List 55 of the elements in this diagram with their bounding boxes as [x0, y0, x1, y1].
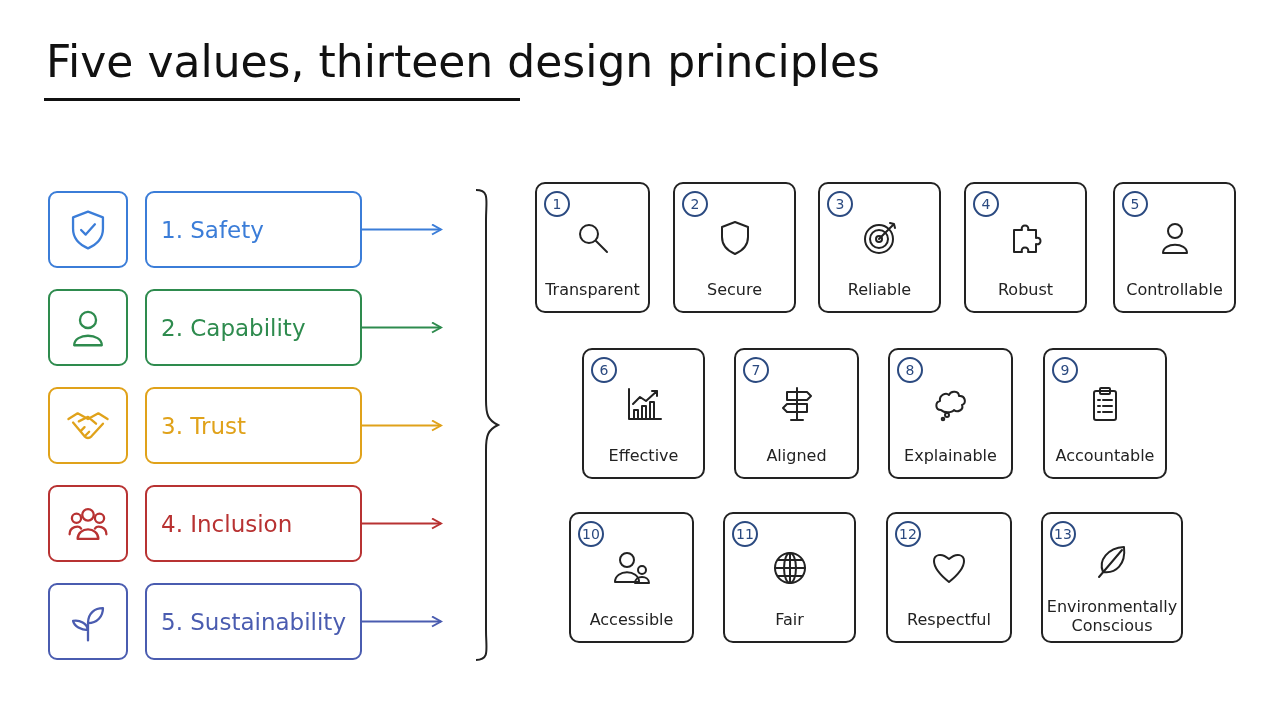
callout-number: 3 — [827, 191, 853, 217]
principle-card — [673, 182, 796, 313]
icon-tile — [48, 485, 128, 562]
callout-number: 12 — [895, 521, 921, 547]
principle-card — [1043, 348, 1167, 479]
principle-label: Transparent — [544, 280, 641, 299]
principle-label: Robust — [996, 280, 1055, 299]
callout-number: 5 — [1122, 191, 1148, 217]
principle-label: Controllable — [1125, 280, 1224, 299]
principle-label: Respectful — [906, 610, 992, 629]
principle-card — [535, 182, 650, 313]
arrow — [362, 419, 442, 432]
principle-label: Fair — [774, 610, 805, 629]
value-box: 2. Capability — [145, 289, 362, 366]
principle-card — [964, 182, 1087, 313]
arrow — [362, 223, 442, 236]
arrow — [362, 615, 442, 628]
callout-number: 13 — [1050, 521, 1076, 547]
principle-card — [582, 348, 705, 479]
callout-number: 7 — [743, 357, 769, 383]
callout-number: 4 — [973, 191, 999, 217]
principle-label: Explainable — [903, 446, 998, 465]
principle-label: Aligned — [765, 446, 828, 465]
icon-tile — [48, 583, 128, 660]
icon-tile — [48, 191, 128, 268]
callout-number: 6 — [591, 357, 617, 383]
principle-label: Environmentally Conscious — [1045, 598, 1179, 635]
principle-card — [1113, 182, 1236, 313]
principle-card — [886, 512, 1012, 643]
principle-label: Accountable — [1054, 446, 1156, 465]
callout-number: 9 — [1052, 357, 1078, 383]
principle-label: Effective — [607, 446, 680, 465]
arrow — [362, 321, 442, 334]
arrow — [362, 517, 442, 530]
value-box: 3. Trust — [145, 387, 362, 464]
principle-card — [734, 348, 859, 479]
principle-card — [888, 348, 1013, 479]
icon-tile — [48, 387, 128, 464]
principle-card — [723, 512, 856, 643]
value-box: 1. Safety — [145, 191, 362, 268]
principle-card — [818, 182, 941, 313]
principle-label: Secure — [706, 280, 763, 299]
principle-card — [569, 512, 694, 643]
callout-number: 8 — [897, 357, 923, 383]
value-box: 5. Sustainability — [145, 583, 362, 660]
callout-number: 1 — [544, 191, 570, 217]
callout-number: 10 — [578, 521, 604, 547]
title: Five values, thirteen design principles — [46, 36, 880, 87]
callout-number: 2 — [682, 191, 708, 217]
principle-label: Reliable — [846, 280, 913, 299]
principle-label: Accessible — [588, 610, 675, 629]
value-box: 4. Inclusion — [145, 485, 362, 562]
principle-card — [1041, 512, 1183, 643]
callout-number: 11 — [732, 521, 758, 547]
icon-tile — [48, 289, 128, 366]
